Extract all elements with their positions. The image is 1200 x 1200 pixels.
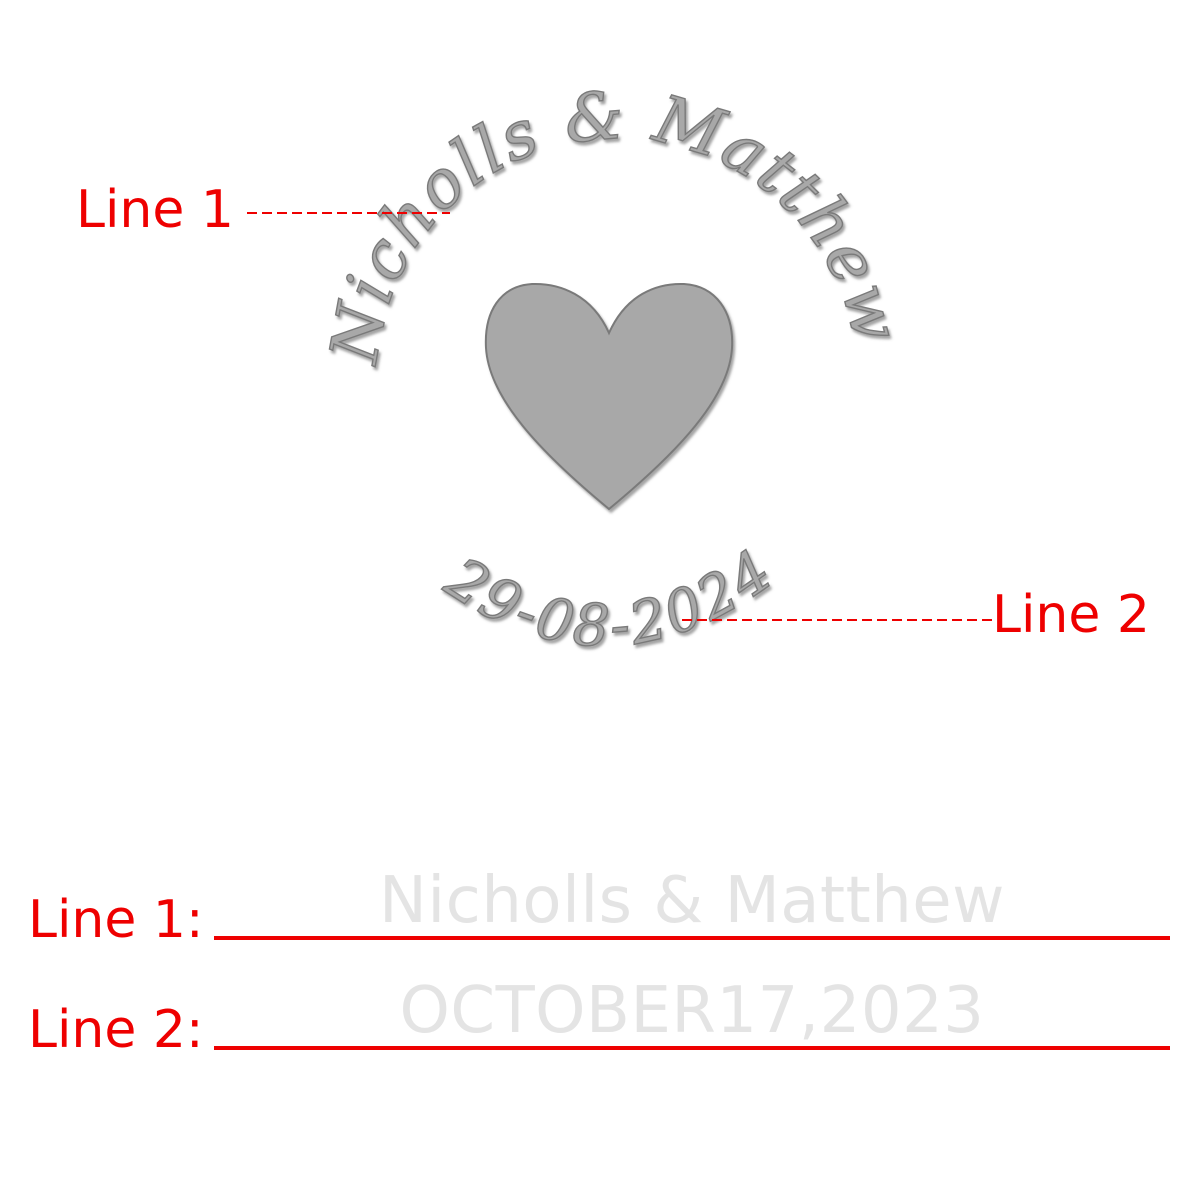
line-1-underline — [214, 936, 1170, 940]
line-1-value[interactable]: Nicholls & Matthew — [379, 864, 1005, 938]
engraved-line-2: 29-08-2024 — [433, 535, 786, 660]
line-2-label: Line 2: — [28, 1000, 204, 1060]
form-row-line-1: Line 1: Nicholls & Matthew — [28, 862, 1170, 952]
callout-label-line-1: Line 1 — [76, 180, 234, 240]
line-1-label: Line 1: — [28, 890, 204, 950]
form-row-line-2: Line 2: OCTOBER17,2023 — [28, 972, 1170, 1062]
engraving-preview: Nicholls & Matthew 29-08-2024 — [247, 76, 992, 661]
line-2-underline — [214, 1046, 1170, 1050]
callout-label-line-2: Line 2 — [992, 585, 1150, 645]
heart-icon — [484, 282, 734, 511]
line-2-value[interactable]: OCTOBER17,2023 — [399, 974, 985, 1048]
